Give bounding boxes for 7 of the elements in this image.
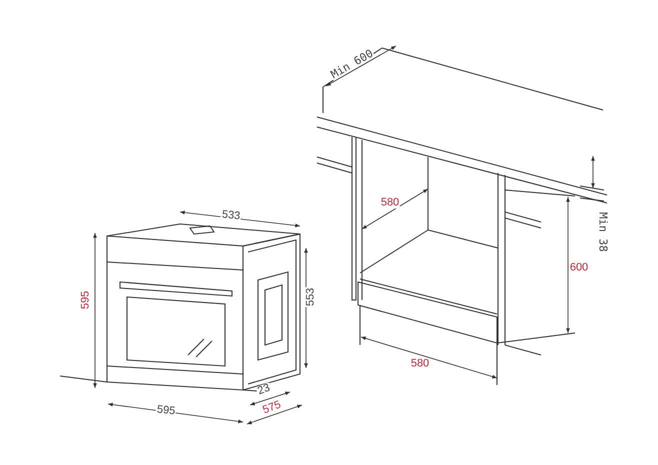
dimension-label: 580: [410, 358, 430, 370]
dimension-label: Min 600: [328, 47, 376, 81]
dimension-label: 600: [568, 262, 590, 274]
dimension-label: 553: [306, 286, 316, 308]
dimension-label: Min 38: [598, 211, 608, 253]
dimension-label: 595: [80, 290, 92, 310]
dimension-label: 580: [380, 198, 400, 208]
